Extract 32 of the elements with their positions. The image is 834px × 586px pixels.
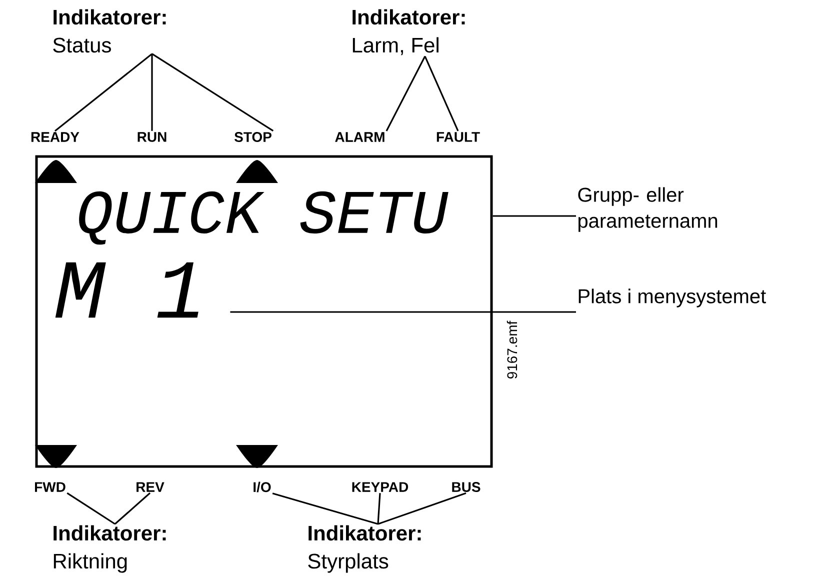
indicator-label: FWD [35, 482, 66, 492]
connector-line [386, 56, 426, 132]
indicator-label: REV [136, 482, 164, 492]
display-text: M 1 [55, 262, 198, 318]
indicator-heading: Indikatorer: Status [53, 9, 166, 53]
leader-line [230, 311, 576, 313]
indicator-label: KEYPAD [352, 482, 408, 492]
indicator-label: RUN [138, 132, 166, 142]
indicator-label: READY [31, 132, 80, 142]
connector-line [114, 492, 151, 525]
indicator-label: FAULT [436, 132, 480, 142]
callout-text: Plats i menysystemet [578, 288, 766, 308]
indicator-label: BUS [452, 482, 480, 492]
display-text: QUICK SETU [79, 191, 448, 245]
indicator-heading: Indikatorer: Styrplats [308, 525, 421, 573]
connector-line [378, 492, 466, 525]
file-label: 9167.emf [506, 320, 518, 379]
leader-line [492, 215, 576, 217]
connector-line [272, 492, 378, 525]
indicator-label: ALARM [335, 132, 384, 142]
indicator-label: I/O [254, 482, 271, 492]
connector-line [424, 56, 459, 132]
indicator-heading: Indikatorer: Riktning [54, 525, 166, 573]
connector-line [66, 492, 116, 525]
indicator-heading: Indikatorer: Larm, Fel [352, 9, 465, 56]
connector-line [377, 492, 381, 524]
display-screen [35, 155, 493, 468]
connector-line [151, 54, 153, 131]
callout-text: Grupp- eller parameternamn [578, 187, 718, 232]
indicator-label: STOP [234, 132, 272, 142]
connector-line [54, 53, 152, 132]
connector-line [152, 53, 274, 132]
